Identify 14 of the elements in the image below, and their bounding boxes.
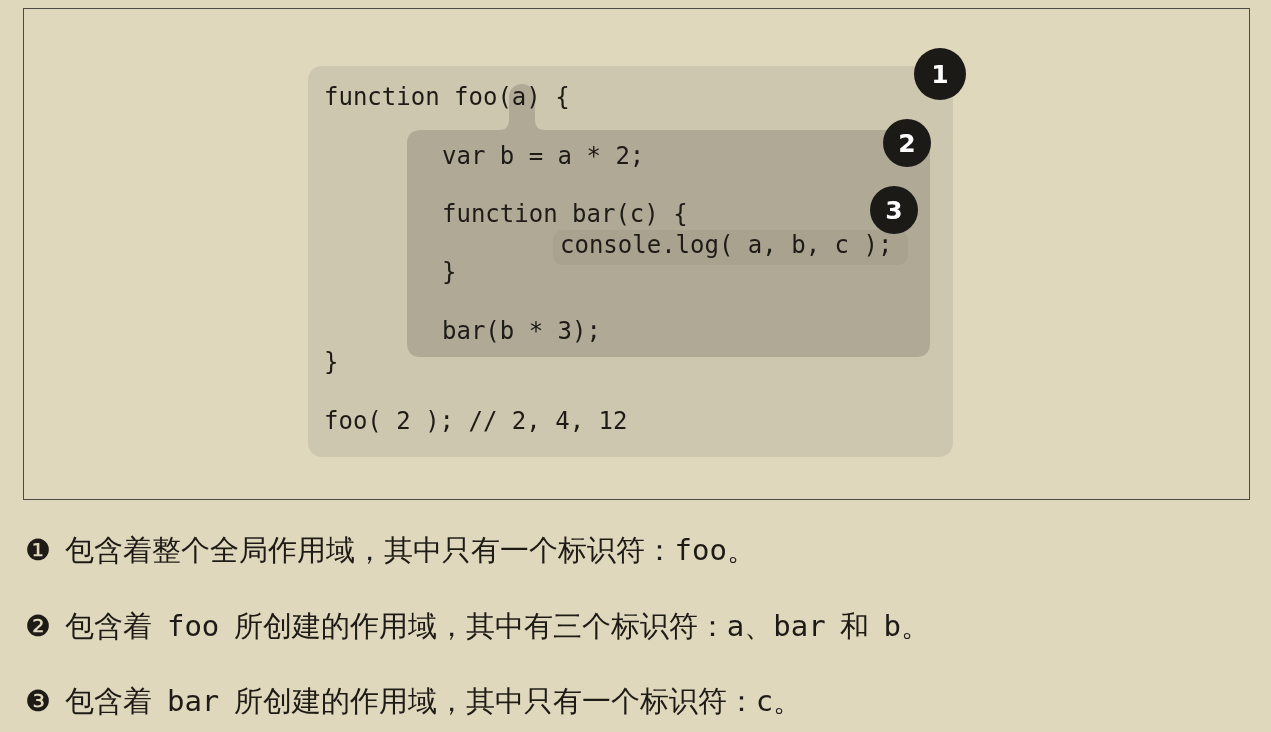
code-line: var b = a * 2; [442, 142, 645, 170]
note-text: ❸ 包含着 bar 所创建的作用域，其中只有一个标识符：c。 [25, 684, 803, 718]
code-line: console.log( a, b, c ); [560, 231, 893, 259]
note-text: ❶ 包含着整个全局作用域，其中只有一个标识符：foo。 [25, 533, 756, 567]
code-line: bar(b * 3); [442, 317, 601, 345]
code-line: function foo(a) { [324, 83, 570, 111]
callout-number: 1 [914, 48, 966, 100]
scope-bubble [553, 230, 908, 265]
code-line: } [324, 348, 339, 376]
code-line: } [442, 258, 457, 286]
code-line: foo( 2 ); // 2, 4, 12 [324, 407, 628, 435]
note-text: ❷ 包含着 foo 所创建的作用域，其中有三个标识符：a、bar 和 b。 [25, 609, 930, 643]
scope-bubble [308, 66, 953, 457]
code-line: function bar(c) { [442, 200, 688, 228]
